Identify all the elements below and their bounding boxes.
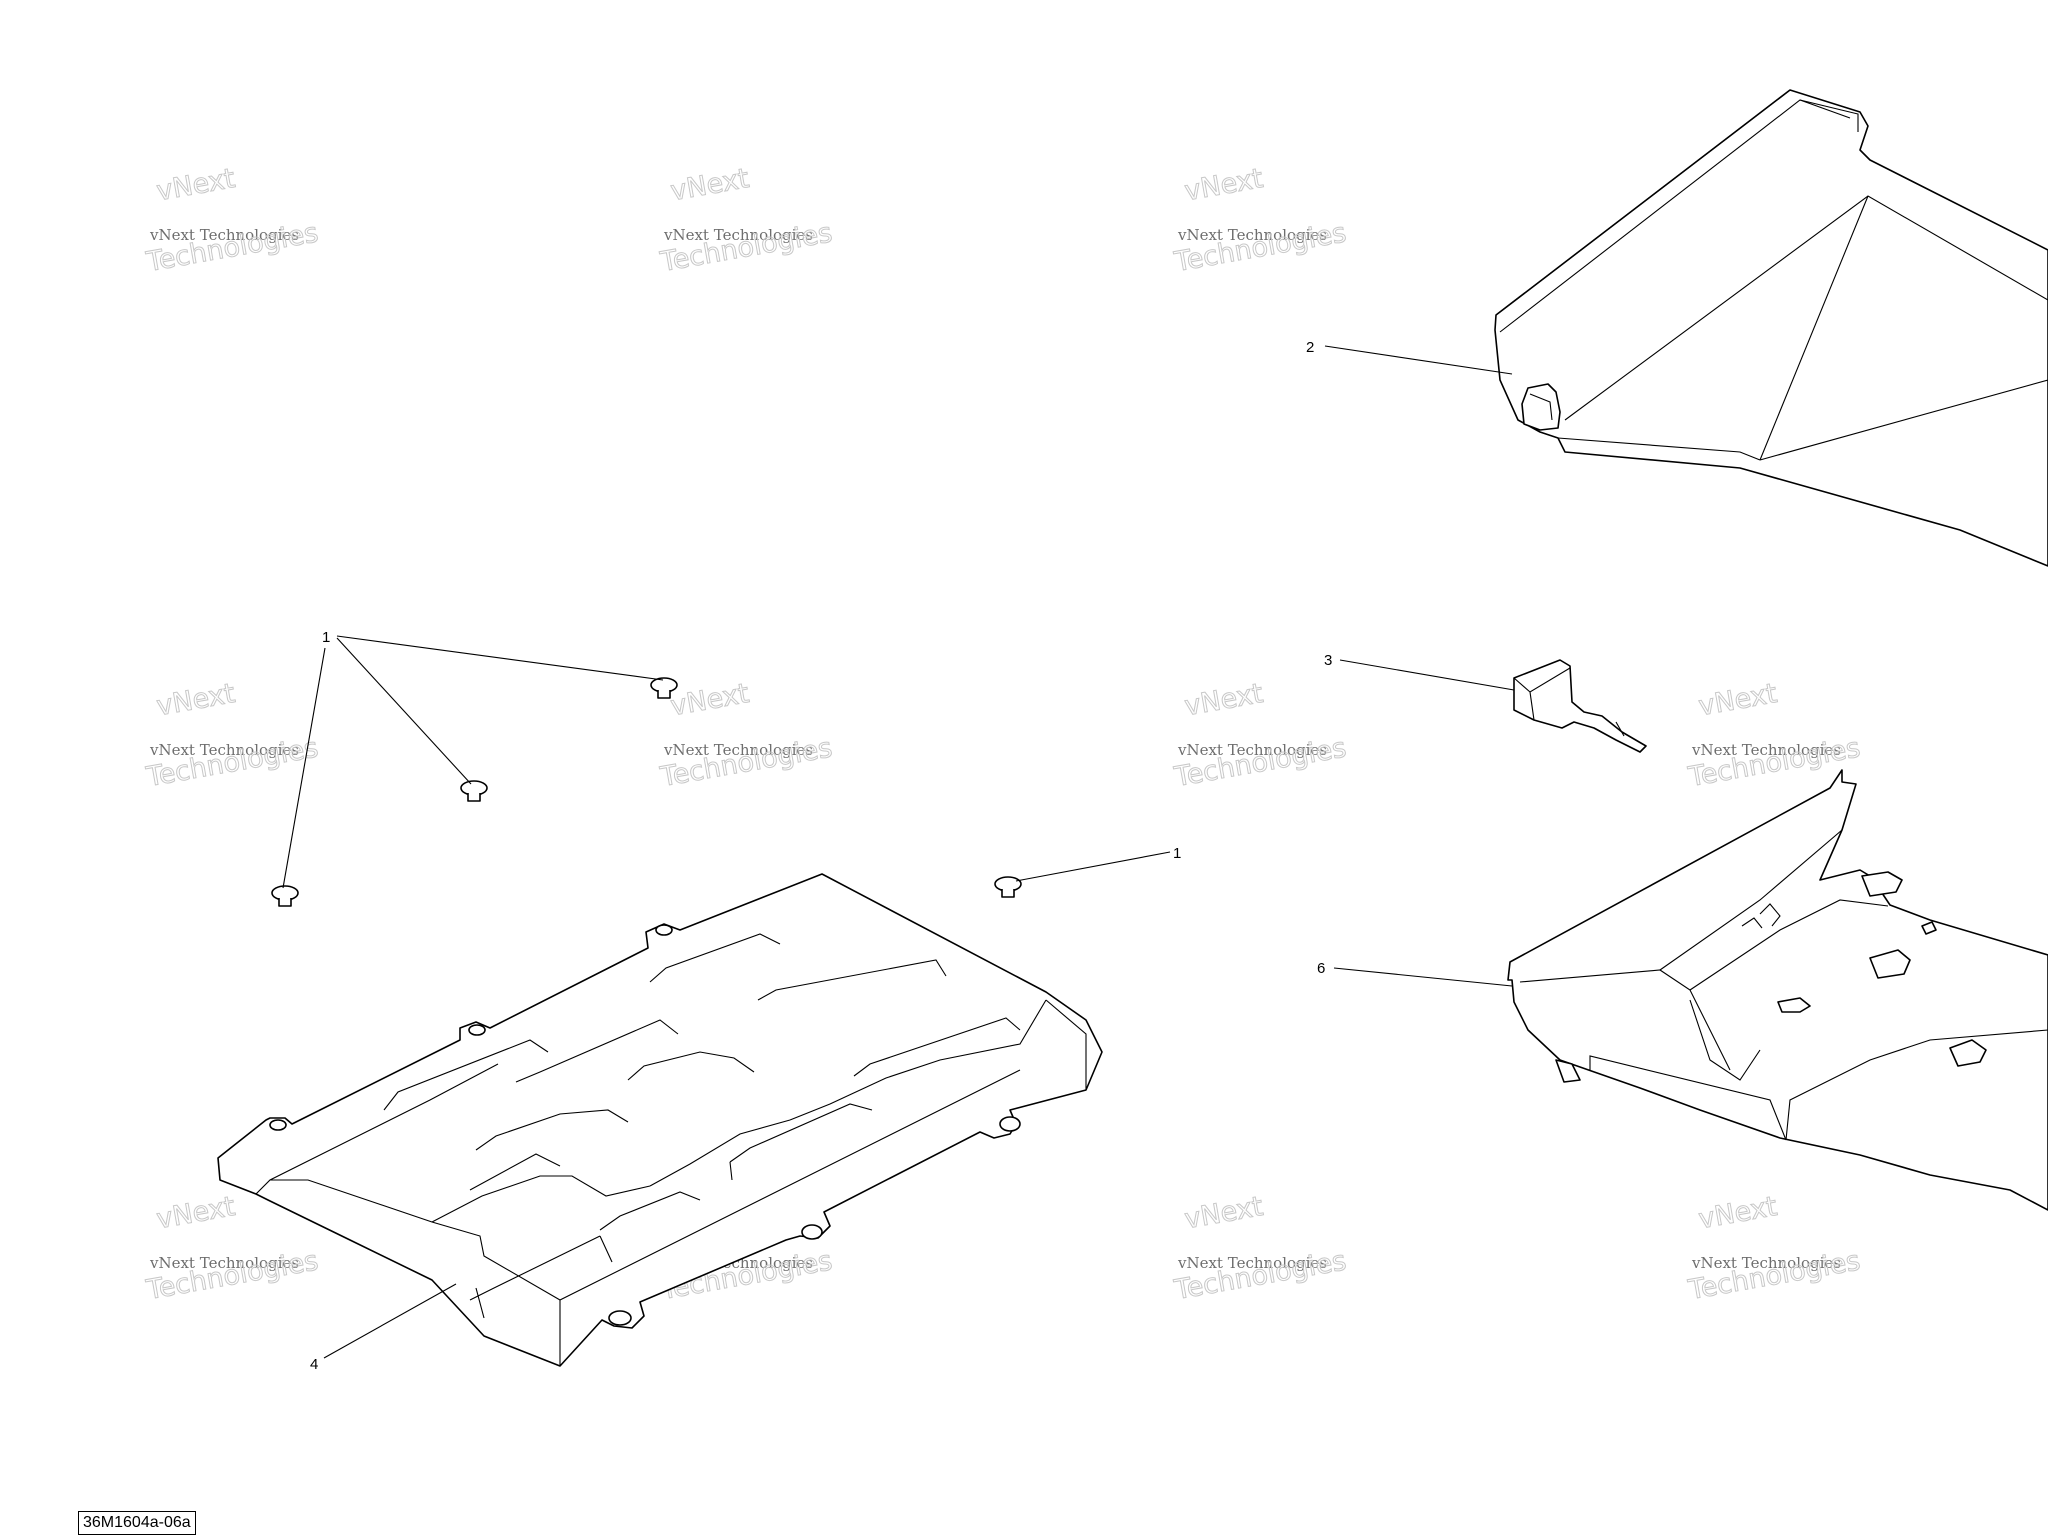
fastener bbox=[994, 876, 1022, 898]
part-3-bracket bbox=[1513, 659, 1647, 753]
watermark: vNext vNext Technologies Technologies bbox=[1685, 678, 1863, 794]
svg-text:vNext Technologies: vNext Technologies bbox=[1177, 226, 1327, 244]
figure-reference-label: 36M1604a-06a bbox=[78, 1511, 196, 1535]
part-6-lower-housing bbox=[1507, 769, 2048, 1211]
watermark: vNext vNext Technologies Technologies bbox=[1685, 1191, 1863, 1307]
svg-text:vNext Technologies: vNext Technologies bbox=[149, 741, 299, 759]
watermark: vNext vNext Technologies Technologies bbox=[1171, 678, 1349, 794]
watermark: vNext vNext Technologies Technologies bbox=[657, 163, 835, 279]
callout-3: 3 bbox=[1324, 652, 1332, 669]
svg-text:vNext: vNext bbox=[1182, 678, 1265, 722]
callout-1: 1 bbox=[1173, 845, 1181, 862]
fastener bbox=[271, 885, 299, 907]
watermark: vNext vNext Technologies Technologies bbox=[1171, 163, 1349, 279]
callout-2: 2 bbox=[1306, 339, 1314, 356]
part-1-fasteners bbox=[271, 677, 1022, 907]
watermark: vNext vNext Technologies Technologies bbox=[1171, 1191, 1349, 1307]
svg-text:vNext: vNext bbox=[668, 163, 751, 207]
svg-text:vNext Technologies: vNext Technologies bbox=[149, 1254, 299, 1272]
callout-6: 6 bbox=[1317, 960, 1325, 977]
callout-labels: 1 1 2 3 4 6 bbox=[310, 339, 1332, 1373]
svg-text:vNext: vNext bbox=[668, 678, 751, 722]
svg-text:vNext: vNext bbox=[1182, 163, 1265, 207]
svg-text:vNext: vNext bbox=[154, 163, 237, 207]
callout-4: 4 bbox=[310, 1356, 318, 1373]
svg-text:vNext Technologies: vNext Technologies bbox=[1177, 741, 1327, 759]
svg-text:vNext: vNext bbox=[1182, 1191, 1265, 1235]
callout-1: 1 bbox=[322, 629, 330, 646]
svg-text:vNext: vNext bbox=[1696, 678, 1779, 722]
svg-text:vNext: vNext bbox=[154, 1191, 237, 1235]
svg-text:vNext Technologies: vNext Technologies bbox=[1691, 741, 1841, 759]
svg-text:vNext: vNext bbox=[154, 678, 237, 722]
svg-text:vNext Technologies: vNext Technologies bbox=[1691, 1254, 1841, 1272]
svg-text:vNext Technologies: vNext Technologies bbox=[1177, 1254, 1327, 1272]
fastener bbox=[460, 780, 488, 802]
watermark: vNext vNext Technologies Technologies bbox=[143, 163, 321, 279]
svg-text:vNext: vNext bbox=[1696, 1191, 1779, 1235]
part-2-upper-panel bbox=[1494, 89, 2048, 567]
svg-text:vNext Technologies: vNext Technologies bbox=[149, 226, 299, 244]
leader-lines bbox=[282, 345, 1515, 1359]
watermark: vNext vNext Technologies Technologies bbox=[143, 678, 321, 794]
svg-text:vNext Technologies: vNext Technologies bbox=[663, 741, 813, 759]
fastener bbox=[650, 677, 678, 699]
svg-text:vNext Technologies: vNext Technologies bbox=[663, 226, 813, 244]
part-4-skid-plate bbox=[217, 873, 1103, 1367]
